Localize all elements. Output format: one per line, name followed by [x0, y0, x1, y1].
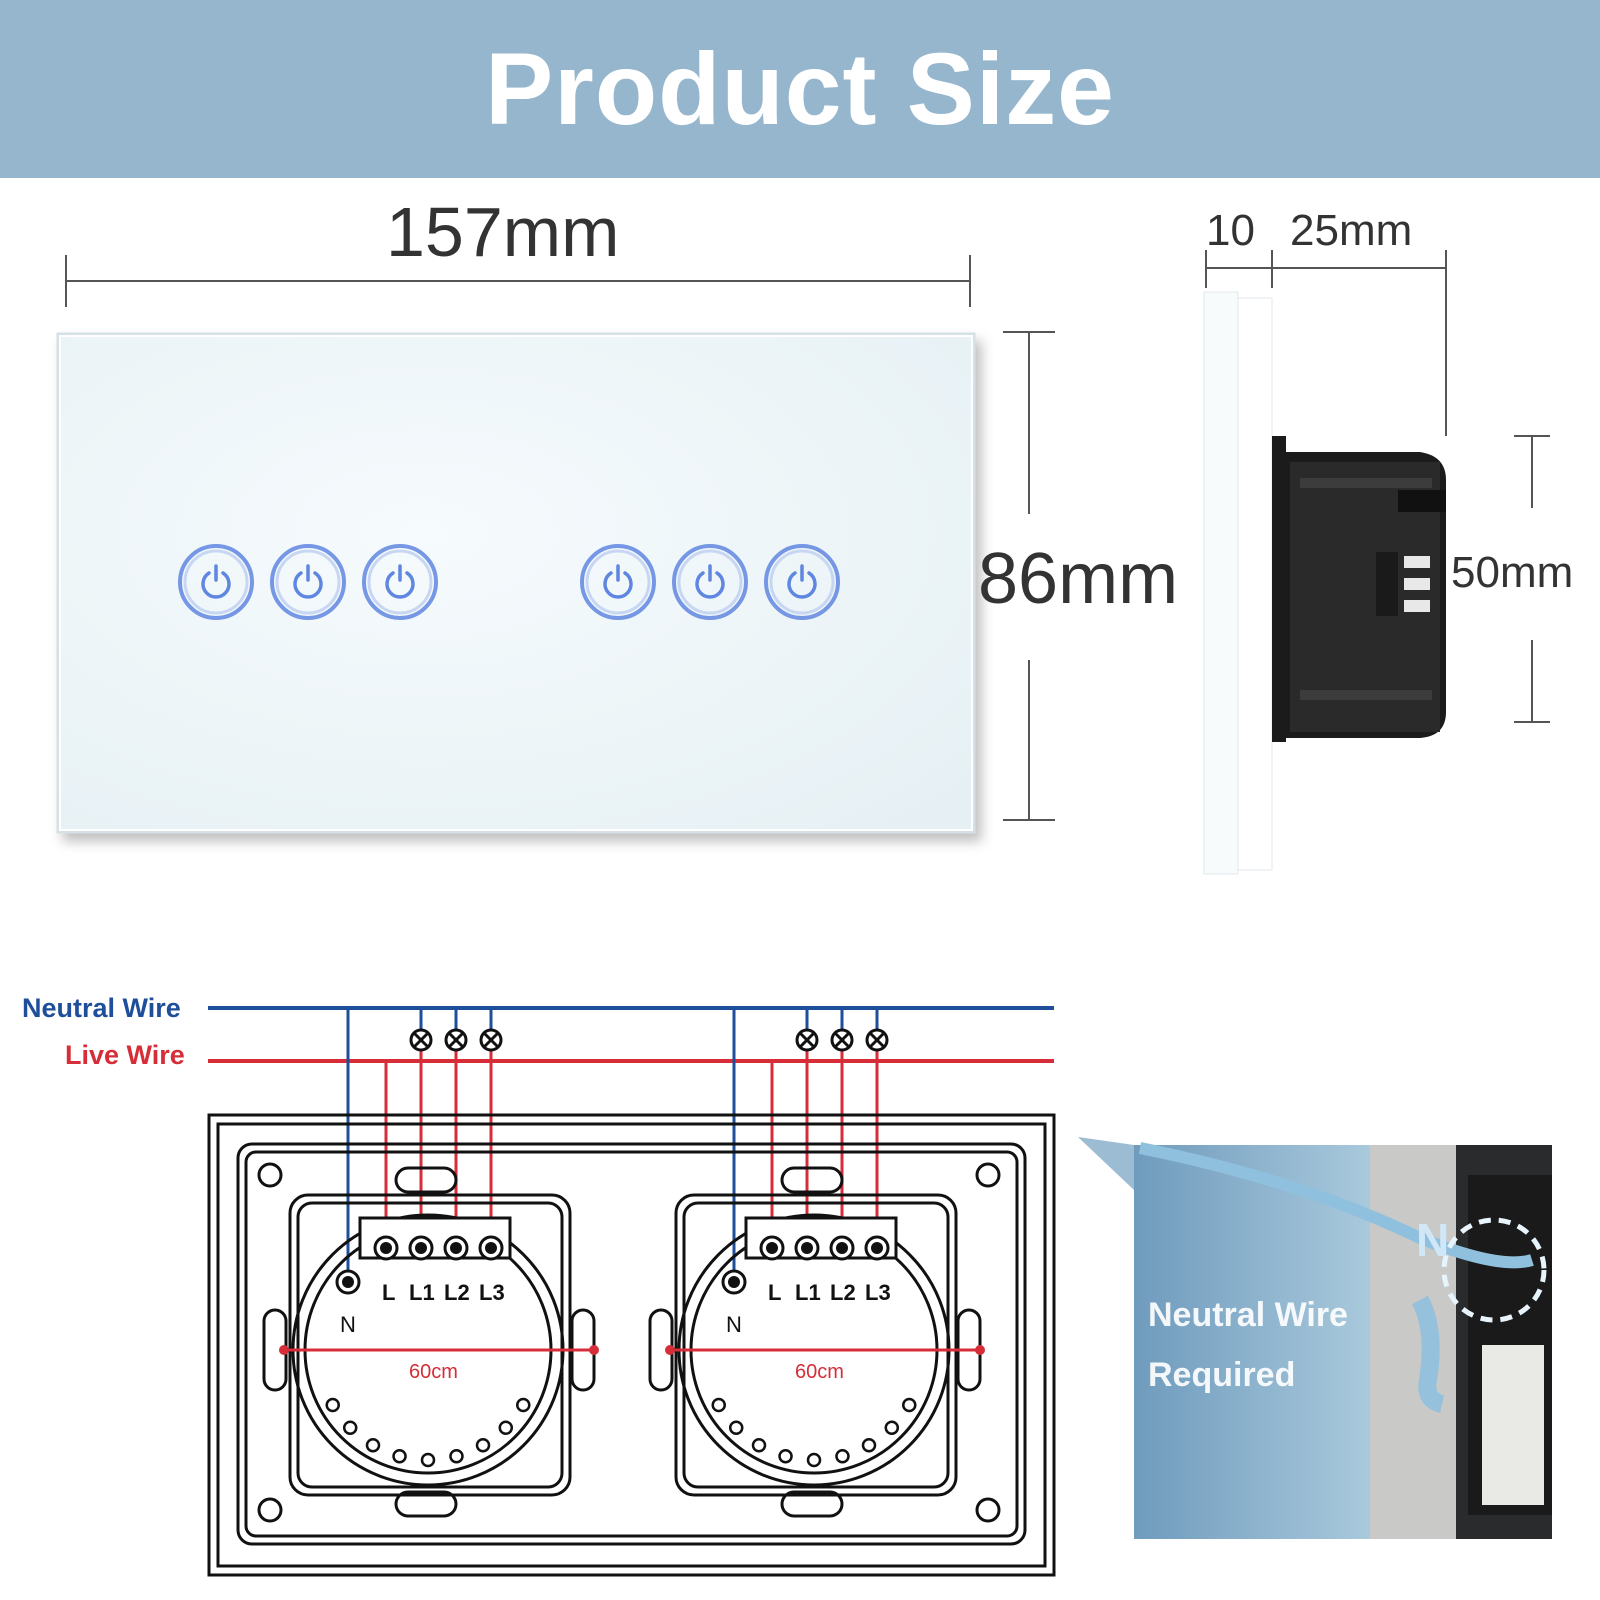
- terminal-screw: [794, 1235, 820, 1261]
- header-banner: Product Size: [0, 0, 1600, 178]
- page-title: Product Size: [485, 31, 1115, 146]
- terminal-screw: [408, 1235, 434, 1261]
- width-dimension: [65, 255, 971, 307]
- distance-label: 60cm: [795, 1361, 844, 1383]
- frame-screw-hole: [257, 1497, 283, 1523]
- height-dimension: [1003, 331, 1055, 821]
- terminal-label-l: L: [382, 1280, 395, 1305]
- touch-button-5[interactable]: [672, 544, 748, 620]
- terminal-screw: [443, 1235, 469, 1261]
- terminal-label-l2: L2: [444, 1280, 470, 1305]
- power-icon: [787, 564, 817, 599]
- terminal-screw: [759, 1235, 785, 1261]
- power-icon: [293, 564, 323, 599]
- wiring-diagram: L L1 L2 L3N 60cm L L1 L2 L3N 60cm: [207, 1006, 1056, 1577]
- touch-button-1[interactable]: [178, 544, 254, 620]
- lamp-symbol: [830, 1028, 854, 1052]
- photo-caption-line2: Required: [1148, 1356, 1296, 1394]
- touch-button-2[interactable]: [270, 544, 346, 620]
- neutral-terminal-screw: [335, 1269, 361, 1295]
- distance-label: 60cm: [409, 1361, 458, 1383]
- terminal-label-l3: L3: [865, 1280, 891, 1305]
- width-label: 157mm: [386, 193, 620, 271]
- live-wire-label: Live Wire: [65, 1040, 185, 1070]
- terminal-label-l1: L1: [409, 1280, 435, 1305]
- touch-button-4[interactable]: [580, 544, 656, 620]
- photo-caption: Neutral Wire Required: [1148, 1285, 1348, 1405]
- box-diameter-label: 50mm: [1451, 548, 1574, 597]
- photo-marker-n: N: [1416, 1214, 1449, 1266]
- frame-screw-hole: [257, 1162, 283, 1188]
- neutral-wire-label: Neutral Wire: [22, 993, 181, 1023]
- terminal-label-n: N: [726, 1312, 742, 1337]
- terminal-screw: [829, 1235, 855, 1261]
- terminal-label-n: N: [340, 1312, 356, 1337]
- touch-button-6[interactable]: [764, 544, 840, 620]
- lamp-symbol: [795, 1028, 819, 1052]
- terminal-label-l1: L1: [795, 1280, 821, 1305]
- side-view: [1203, 250, 1550, 875]
- neutral-wire-photo: N: [1078, 1137, 1552, 1539]
- power-icon: [385, 564, 415, 599]
- terminal-label-l3: L3: [479, 1280, 505, 1305]
- touch-buttons: [178, 544, 840, 620]
- terminal-screw: [478, 1235, 504, 1261]
- terminal-label-l2: L2: [830, 1280, 856, 1305]
- terminal-label-l: L: [768, 1280, 781, 1305]
- neutral-terminal-screw: [721, 1269, 747, 1295]
- front-panel: [56, 332, 976, 834]
- terminal-screw: [373, 1235, 399, 1261]
- depth-label: 25mm: [1290, 206, 1413, 255]
- photo-caption-line1: Neutral Wire: [1148, 1296, 1348, 1334]
- lamp-symbol: [444, 1028, 468, 1052]
- touch-button-3[interactable]: [362, 544, 438, 620]
- power-icon: [695, 564, 725, 599]
- thickness-label: 10: [1206, 206, 1255, 255]
- height-label: 86mm: [978, 539, 1179, 619]
- frame-screw-hole: [975, 1497, 1001, 1523]
- terminal-screw: [864, 1235, 890, 1261]
- power-icon: [201, 564, 231, 599]
- power-icon: [603, 564, 633, 599]
- lamp-symbol: [479, 1028, 503, 1052]
- lamp-symbol: [409, 1028, 433, 1052]
- frame-screw-hole: [975, 1162, 1001, 1188]
- lamp-symbol: [865, 1028, 889, 1052]
